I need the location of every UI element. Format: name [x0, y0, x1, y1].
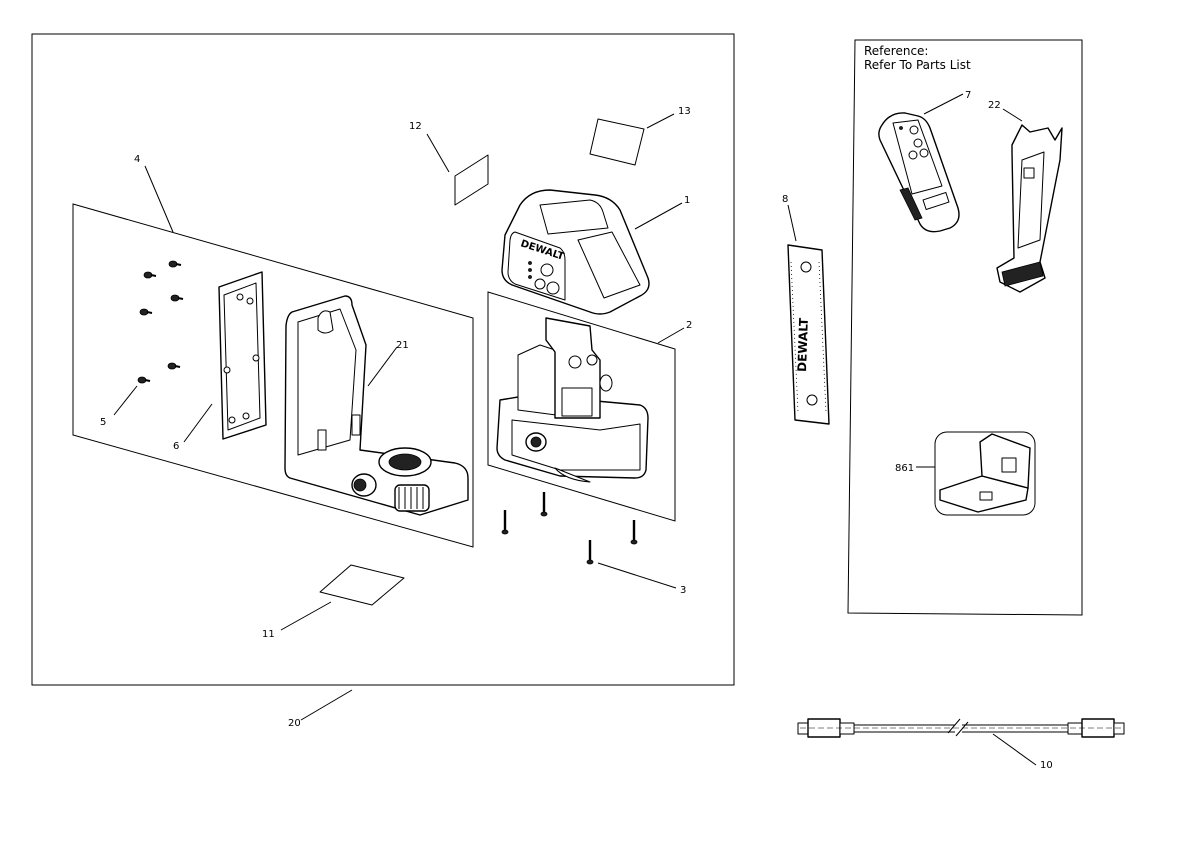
target-card: DEWALT	[787, 244, 830, 425]
callout-20: 20	[288, 718, 301, 729]
wall-mount-plane	[72, 203, 474, 548]
remote-clip	[996, 124, 1063, 293]
callout-6: 6	[173, 441, 179, 452]
callout-4: 4	[134, 154, 140, 165]
callout-7: 7	[965, 90, 971, 101]
assembly-screws	[501, 492, 638, 565]
mounting-plate	[218, 271, 267, 440]
carrying-case	[934, 431, 1036, 516]
reference-title: Reference:	[864, 44, 928, 58]
card-logo: DEWALT	[795, 317, 811, 372]
callout-2: 2	[686, 320, 692, 331]
callout-13: 13	[678, 106, 691, 117]
remote-control	[878, 112, 960, 233]
label-12	[454, 154, 489, 206]
reference-subtitle: Refer To Parts List	[864, 58, 971, 72]
callout-8: 8	[782, 194, 788, 205]
label-13	[589, 118, 645, 166]
usb-cable	[797, 718, 1125, 738]
callout-10: 10	[1040, 760, 1053, 771]
callout-861: 861	[895, 463, 914, 474]
laser-assembly	[496, 317, 649, 483]
l-bracket	[284, 295, 469, 516]
callout-22: 22	[988, 100, 1001, 111]
callout-5: 5	[100, 417, 106, 428]
callout-21: 21	[396, 340, 409, 351]
kit-frame	[31, 33, 735, 686]
callout-11: 11	[262, 629, 275, 640]
callout-3: 3	[680, 585, 686, 596]
reference-frame	[847, 39, 1083, 616]
laser-cover: DEWALT	[501, 189, 650, 315]
laser-assembly-plane	[487, 291, 676, 522]
leader-lines	[113, 93, 1037, 766]
callout-12: 12	[409, 121, 422, 132]
callout-numbers: 1 2 3 4 5 6 7 8 10 11 12 13 20 21 22 861	[100, 90, 1053, 771]
label-11	[319, 564, 405, 606]
callout-1: 1	[684, 195, 690, 206]
mount-screws	[137, 260, 184, 384]
